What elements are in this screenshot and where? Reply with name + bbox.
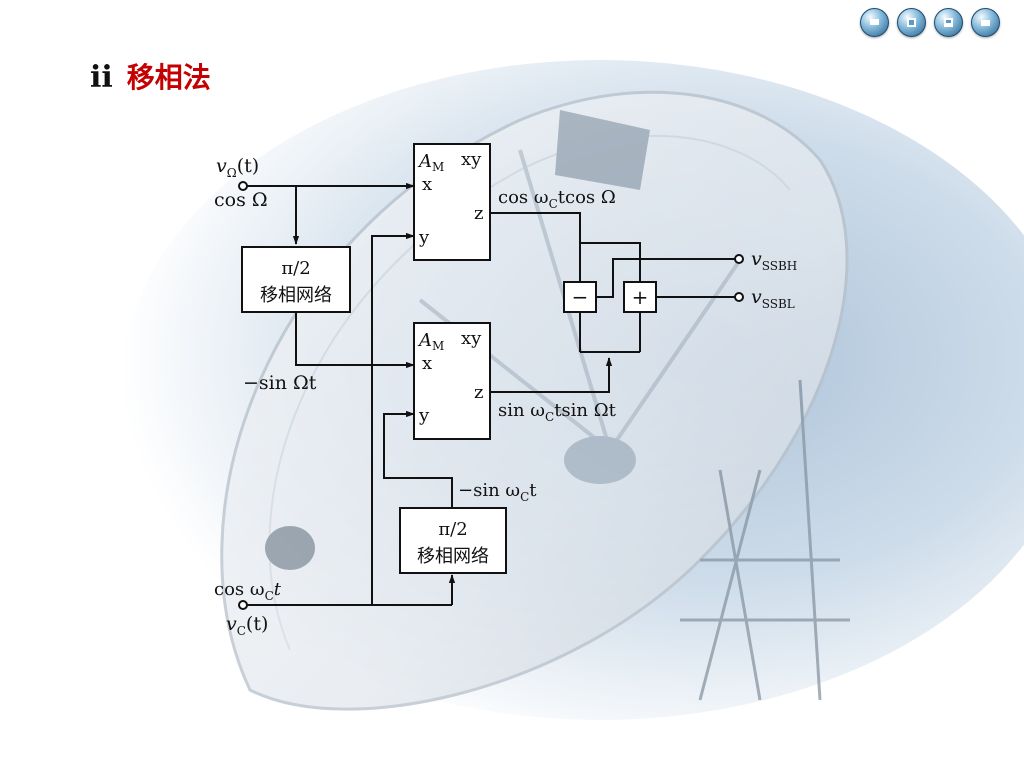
adder-symbol: + — [632, 285, 649, 309]
phase-shifter-bottom-line1: π/2 — [438, 519, 467, 540]
input-omega-name: vΩ(t) — [216, 155, 259, 180]
minus-sin-carrier-label: −sin ωCt — [458, 480, 537, 504]
first-icon — [870, 19, 879, 25]
adder-block — [623, 281, 657, 313]
slide-navigation — [860, 8, 1000, 37]
last-icon — [981, 20, 990, 26]
prev-icon — [907, 18, 916, 27]
nav-next-button[interactable] — [934, 8, 963, 37]
input-carrier-name: vC(t) — [226, 613, 268, 638]
nav-prev-button[interactable] — [897, 8, 926, 37]
output-ssbh-label: vSSBH — [751, 248, 797, 273]
multiplier-top-label: AM — [417, 151, 444, 174]
subtractor-block — [563, 281, 597, 313]
multiplier-bottom — [413, 322, 491, 440]
minus-sin-omega-label: −sin Ωt — [243, 372, 317, 394]
multiplier-bottom-port-z: z — [474, 382, 483, 403]
subtractor-symbol: − — [572, 285, 589, 309]
heading-number: ii — [90, 60, 113, 95]
bottom-product-label: sin ωCtsin Ωt — [498, 400, 617, 424]
input-carrier-signal: cos ωCt — [214, 579, 282, 603]
phase-shifter-top-line1: π/2 — [281, 258, 310, 279]
output-ssbl-terminal — [734, 292, 744, 302]
input-omega-signal: cos Ω — [214, 189, 268, 211]
phase-shifter-bottom-line2: 移相网络 — [417, 546, 489, 567]
phase-shifter-bottom — [399, 507, 507, 574]
next-icon — [944, 18, 953, 27]
section-heading: ii 移相法 — [90, 56, 211, 96]
multiplier-top-port-x: x — [422, 174, 432, 195]
top-product-label: cos ωCtcos Ω — [498, 187, 616, 211]
multiplier-bottom-port-x: x — [422, 353, 432, 374]
phase-shifter-top — [241, 246, 351, 313]
multiplier-bottom-xy: xy — [461, 328, 482, 349]
output-ssbl-label: vSSBL — [751, 286, 795, 311]
multiplier-top — [413, 143, 491, 261]
nav-last-button[interactable] — [971, 8, 1000, 37]
output-ssbh-terminal — [734, 254, 744, 264]
multiplier-top-xy: xy — [461, 149, 482, 170]
nav-first-button[interactable] — [860, 8, 889, 37]
input-omega-terminal — [238, 181, 248, 191]
multiplier-bottom-label: AM — [417, 330, 444, 353]
input-carrier-terminal — [238, 600, 248, 610]
multiplier-top-port-z: z — [474, 203, 483, 224]
multiplier-top-port-y: y — [418, 227, 430, 248]
heading-title: 移相法 — [126, 61, 211, 94]
phase-shifter-top-line2: 移相网络 — [260, 285, 332, 306]
multiplier-bottom-port-y: y — [418, 405, 430, 426]
